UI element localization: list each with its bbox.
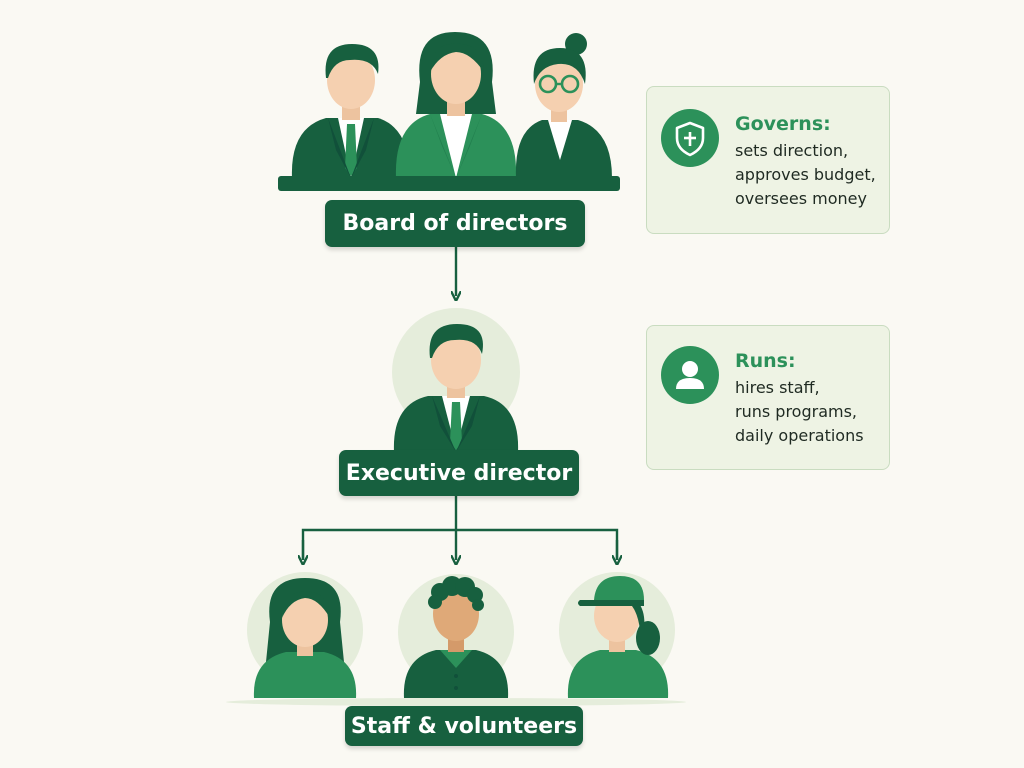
staff-volunteers-label: Staff & volunteers (345, 706, 583, 746)
shield-cross-icon (661, 109, 719, 167)
executive-director-label: Executive director (339, 450, 579, 496)
executive-man-icon (393, 324, 519, 452)
governs-card: Governs: sets direction, approves budget… (646, 86, 890, 234)
runs-title: Runs: (735, 350, 796, 372)
runs-line-2: runs programs, (735, 402, 857, 421)
board-group (278, 32, 620, 191)
governs-line-3: oversees money (735, 189, 867, 208)
person-icon (661, 346, 719, 404)
staff-woman-long-hair-icon (247, 572, 363, 698)
runs-card: Runs: hires staff, runs programs, daily … (646, 325, 890, 470)
board-man-icon (291, 44, 410, 178)
runs-line-1: hires staff, (735, 378, 820, 397)
governs-line-2: approves budget, (735, 165, 876, 184)
board-woman-glasses-icon (515, 33, 612, 178)
governs-title: Governs: (735, 113, 831, 135)
staff-man-curly-hair-icon (398, 574, 514, 698)
governs-line-1: sets direction, (735, 141, 849, 160)
board-table (278, 176, 620, 191)
board-woman-icon (395, 32, 517, 178)
runs-line-3: daily operations (735, 426, 864, 445)
staff-group (226, 572, 686, 706)
staff-connectors (303, 496, 617, 560)
board-of-directors-label: Board of directors (325, 200, 585, 247)
executive-group (392, 308, 520, 452)
staff-woman-cap-icon (559, 572, 675, 698)
